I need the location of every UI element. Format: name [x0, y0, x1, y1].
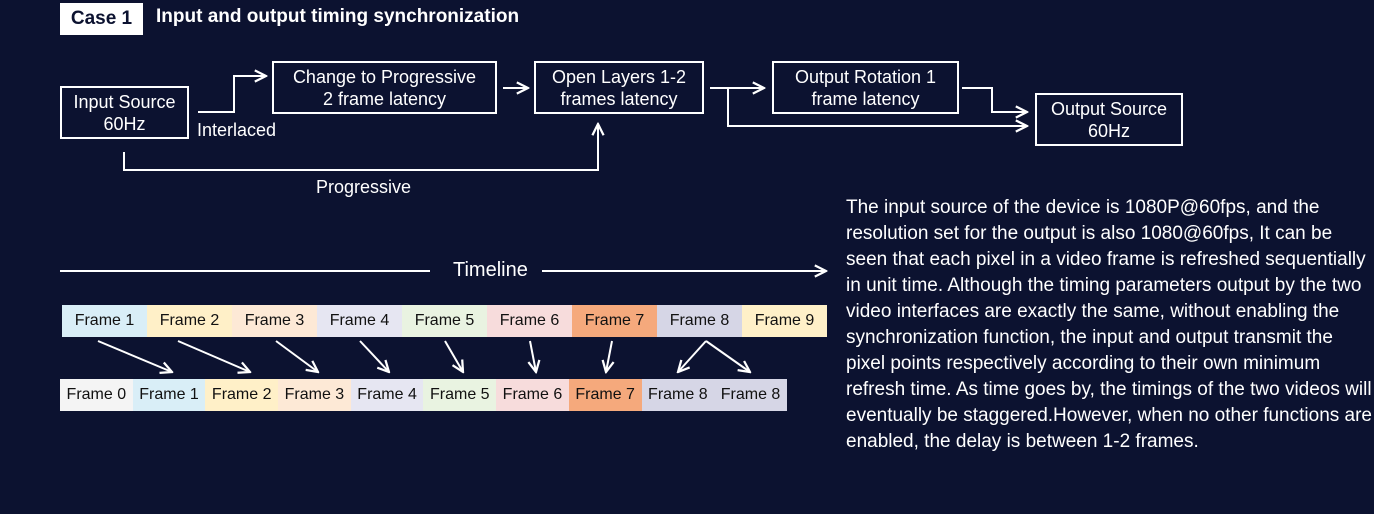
mapping-arrow — [444, 340, 463, 372]
frame-cell: Frame 2 — [147, 305, 232, 337]
frame-cell: Frame 8 — [641, 379, 715, 411]
output-source-box: Output Source 60Hz — [1035, 93, 1183, 146]
frame-cell: Frame 6 — [487, 305, 572, 337]
timeline-label: Timeline — [453, 259, 528, 281]
mapping-arrow — [359, 340, 389, 372]
input-source-line2: 60Hz — [103, 113, 146, 134]
progressive-label: Progressive — [316, 177, 412, 197]
open-layers-line2: frames latency — [560, 88, 678, 109]
progressive-arrow — [123, 124, 598, 171]
change-progressive-line1: Change to Progressive — [292, 66, 477, 87]
rotation-to-output-arrow — [962, 87, 1027, 112]
frame-cell: Frame 0 — [60, 379, 133, 411]
change-progressive-line2: 2 frame latency — [322, 88, 447, 109]
frame-cell: Frame 1 — [132, 379, 206, 411]
frame-cell: Frame 4 — [350, 379, 424, 411]
frame-cell: Frame 8 — [714, 379, 787, 411]
frame-cell: Frame 3 — [278, 379, 351, 411]
frame-cell: Frame 5 — [423, 379, 497, 411]
output-source-line1: Output Source — [1050, 98, 1168, 119]
mapping-arrow — [678, 340, 707, 372]
frame-cell: Frame 4 — [317, 305, 402, 337]
open-layers-box: Open Layers 1-2 frames latency — [534, 61, 704, 114]
mapping-arrow — [705, 340, 750, 372]
mapping-arrow — [275, 340, 318, 372]
mapping-arrow — [97, 340, 172, 372]
output-source-line2: 60Hz — [1087, 120, 1131, 141]
change-progressive-box: Change to Progressive 2 frame latency — [272, 61, 497, 114]
output-rotation-line2: frame latency — [811, 88, 920, 109]
output-rotation-line1: Output Rotation 1 — [794, 66, 937, 87]
page-title: Input and output timing synchronization — [156, 6, 520, 27]
frame-cell: Frame 8 — [657, 305, 742, 337]
case-tag: Case 1 — [60, 3, 143, 35]
input-source-box: Input Source 60Hz — [60, 86, 189, 139]
frame-cell: Frame 1 — [62, 305, 147, 337]
frame-cell: Frame 5 — [402, 305, 487, 337]
mapping-arrow — [606, 340, 612, 372]
frame-cell: Frame 7 — [572, 305, 657, 337]
input-source-line1: Input Source — [73, 91, 176, 112]
frame-cell: Frame 7 — [568, 379, 642, 411]
output-rotation-box: Output Rotation 1 frame latency — [772, 61, 959, 114]
open-layers-line1: Open Layers 1-2 — [551, 66, 687, 87]
description-text: The input source of the device is 1080P@… — [846, 197, 1372, 452]
frame-cell: Frame 3 — [232, 305, 317, 337]
interlaced-arrow — [198, 76, 266, 113]
frame-cell: Frame 2 — [205, 379, 279, 411]
mapping-arrow — [530, 340, 536, 372]
mapping-arrow — [177, 340, 250, 372]
interlaced-label: Interlaced — [197, 120, 277, 140]
frame-cell: Frame 6 — [496, 379, 569, 411]
frame-cell: Frame 9 — [742, 305, 827, 337]
layers-to-output-arrow — [727, 88, 1027, 126]
